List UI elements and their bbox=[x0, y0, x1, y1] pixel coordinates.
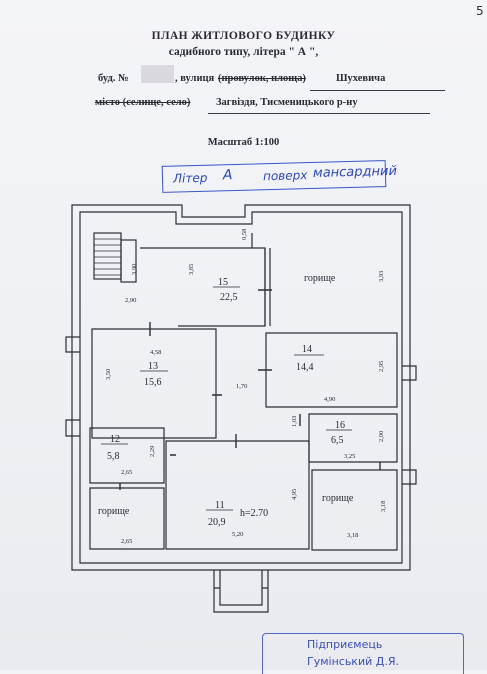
attic-divider bbox=[264, 248, 271, 326]
room-13-walls bbox=[91, 328, 217, 439]
room-14-area: 14,4 bbox=[296, 362, 314, 373]
street-name: Шухевича bbox=[336, 73, 386, 84]
dim-295: 2,95 bbox=[378, 361, 385, 372]
street-underline bbox=[310, 90, 445, 91]
room-13-area: 15,6 bbox=[144, 377, 162, 388]
dim-393: 3,93 bbox=[378, 271, 385, 282]
outer-wall-outer bbox=[71, 204, 411, 571]
attic-bottom-left-label: горище bbox=[98, 506, 130, 517]
dim-200: 2,00 bbox=[378, 431, 385, 442]
dim-390: 3,90 bbox=[131, 264, 138, 275]
door-marks bbox=[119, 289, 381, 490]
page-number: 5 bbox=[476, 4, 484, 18]
stair-steps bbox=[94, 238, 121, 276]
dim-318-horizontal: 3,18 bbox=[347, 532, 358, 539]
house-number-label: буд. № bbox=[98, 73, 129, 84]
stair-outline bbox=[93, 232, 122, 280]
outer-wall-inner bbox=[79, 211, 403, 564]
room-15-number: 15 bbox=[218, 277, 228, 288]
attic-bottom-left-walls bbox=[89, 487, 165, 550]
dim-350: 3,50 bbox=[105, 369, 112, 380]
dim-318-vertical: 3,18 bbox=[380, 501, 387, 512]
room-14-walls bbox=[265, 332, 398, 408]
balcony-outer bbox=[213, 570, 269, 613]
city-underline bbox=[208, 113, 430, 114]
attic-bottom-right-walls bbox=[311, 469, 398, 551]
dim-170: 1,70 bbox=[236, 383, 247, 390]
dim-058: 0,58 bbox=[241, 229, 248, 240]
dim-290: 2,90 bbox=[125, 297, 136, 304]
room-15-area: 22,5 bbox=[220, 292, 238, 303]
entrepreneur-stamp: Підприємець Гумінський Д.Я. bbox=[262, 633, 464, 674]
room-12-walls bbox=[89, 427, 165, 484]
street-prefix: , вулиця bbox=[175, 73, 215, 84]
street-type-struck: (провулок, площа) bbox=[218, 73, 306, 84]
room-12-number: 12 bbox=[110, 434, 120, 445]
left-window-ext bbox=[65, 336, 72, 437]
dim-520: 5,20 bbox=[232, 531, 243, 538]
right-window-ext bbox=[410, 365, 417, 485]
stamp-line-2: Гумінський Д.Я. bbox=[307, 655, 399, 668]
dim-265-bottom: 2,65 bbox=[121, 538, 132, 545]
room-11-walls bbox=[165, 440, 310, 550]
room-16-number: 16 bbox=[335, 420, 345, 431]
city-type-struck: місто (селище, село) bbox=[95, 97, 191, 108]
dim-265-top: 2,65 bbox=[121, 469, 132, 476]
redacted-number bbox=[141, 65, 174, 83]
attic-top-label: горище bbox=[304, 273, 336, 284]
right-window-marks bbox=[402, 365, 410, 485]
room-12-area: 5,8 bbox=[107, 451, 120, 462]
dim-495: 4,95 bbox=[291, 489, 298, 500]
room-11-height: h=2.70 bbox=[240, 508, 268, 519]
dim-458: 4,58 bbox=[150, 349, 161, 356]
room-16-area: 6,5 bbox=[331, 435, 344, 446]
dim-385: 3,85 bbox=[188, 264, 195, 275]
balcony-inner bbox=[219, 570, 263, 606]
city-name: Загвіздя, Тисменицького р-ну bbox=[216, 97, 358, 108]
dim-490: 4,90 bbox=[324, 396, 335, 403]
room-11-number: 11 bbox=[215, 500, 225, 511]
stamp-line-1: Підприємець bbox=[307, 638, 383, 651]
stair-landing bbox=[120, 239, 137, 283]
room-11-area: 20,9 bbox=[208, 517, 226, 528]
left-window-marks bbox=[72, 336, 80, 437]
subtitle-text: садибного типу, літера " А ", bbox=[168, 46, 319, 58]
dim-325: 3,25 bbox=[344, 453, 355, 460]
plan-subtitle: садибного типу, літера " А ", bbox=[0, 46, 487, 58]
dim-229: 2,29 bbox=[149, 446, 156, 457]
plan-title: ПЛАН ЖИТЛОВОГО БУДИНКУ bbox=[151, 30, 336, 42]
dim-103: 1,03 bbox=[291, 416, 298, 427]
attic-bottom-right-label: горище bbox=[322, 493, 354, 504]
room-14-number: 14 bbox=[302, 344, 312, 355]
scale-text: Масштаб 1:100 bbox=[207, 137, 280, 148]
room-13-number: 13 bbox=[148, 361, 158, 372]
